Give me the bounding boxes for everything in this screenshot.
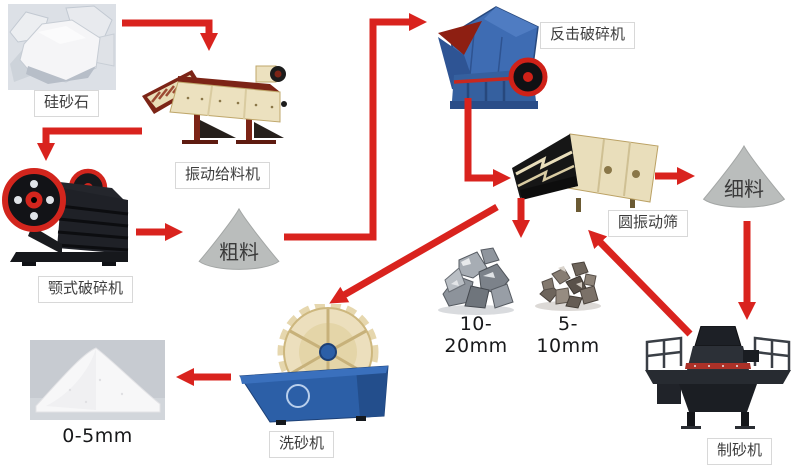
arrow-feeder-to-jaw-crusher	[37, 127, 142, 161]
sand-maker-image	[645, 326, 791, 429]
arrow-impact-crusher-to-screen	[464, 98, 511, 187]
label-vibrating-screen: 圆振动筛	[608, 210, 689, 237]
label-raw-material: 硅砂石	[34, 90, 100, 117]
label-coarse-material: 粗料	[219, 239, 259, 264]
label-feeder: 振动给料机	[175, 162, 271, 189]
label-fine-material: 细料	[724, 177, 764, 202]
label-impact-crusher: 反击破碎机	[540, 22, 636, 49]
label-aggregate-10-20mm: 10-20mm	[444, 313, 508, 357]
impact-crusher-image	[438, 6, 548, 109]
label-sand-maker: 制砂机	[707, 438, 773, 465]
arrow-sand-maker-to-screen	[588, 229, 693, 337]
arrow-rock-to-feeder	[122, 19, 218, 51]
vibrating-screen-image	[512, 133, 659, 212]
label-aggregate-5-10mm: 5-10mm	[536, 313, 600, 357]
mound-shape	[198, 207, 280, 270]
sand-washer-image	[239, 304, 389, 425]
silica-rock-image	[8, 4, 116, 90]
vibrating-feeder-image	[142, 65, 287, 144]
fine-material-mound: 细料	[700, 143, 788, 212]
mound-shape	[702, 144, 786, 208]
label-jaw-crusher: 颚式破碎机	[38, 276, 134, 303]
arrow-coarse-to-impact-crusher	[284, 13, 427, 241]
label-sand-washer: 洗砂机	[269, 431, 335, 458]
jaw-crusher-image	[2, 168, 129, 266]
label-finished-sand-0-5mm: 0-5mm	[62, 425, 133, 447]
arrow-screen-to-washer	[329, 203, 499, 304]
coarse-material-mound: 粗料	[196, 206, 282, 274]
stones-5-10mm-image	[535, 261, 601, 311]
sand-pile-0-5mm-image	[30, 340, 165, 420]
stones-10-20mm-image	[438, 247, 514, 315]
